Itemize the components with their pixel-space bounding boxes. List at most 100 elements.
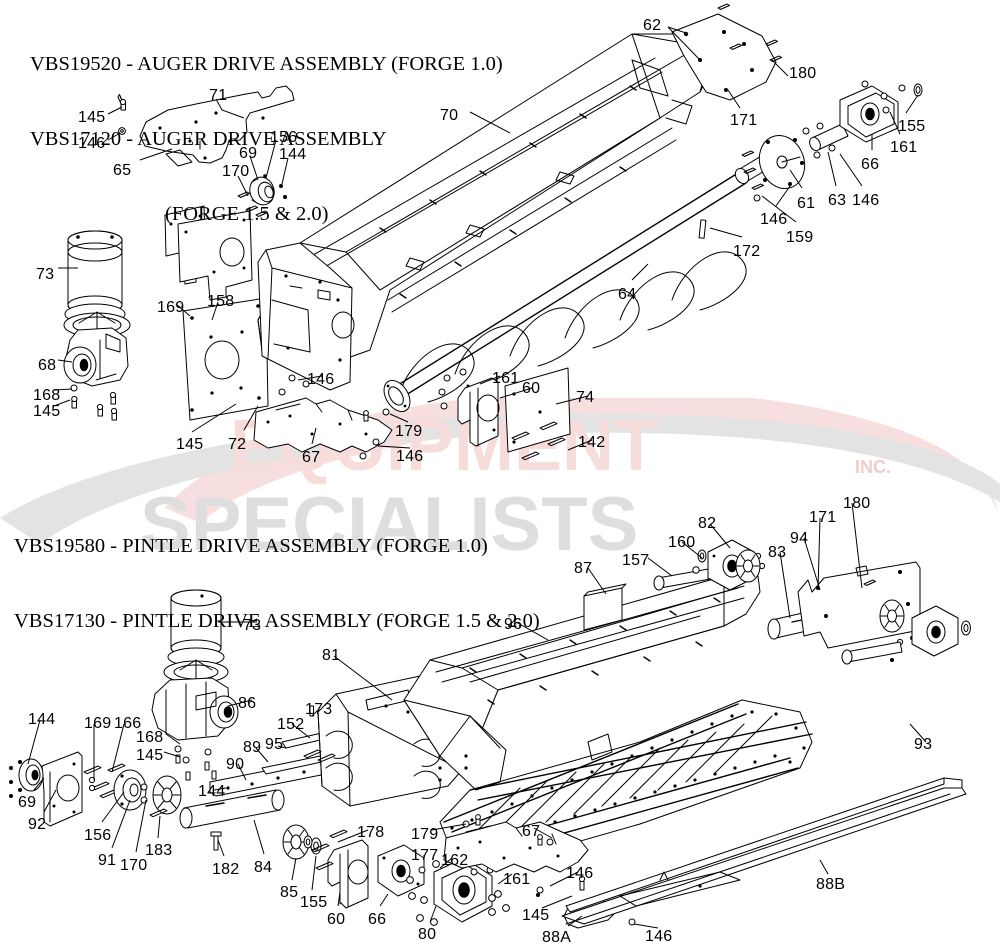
callout-62: 62 xyxy=(643,17,662,34)
callout-73: 73 xyxy=(243,617,262,634)
callout-162: 162 xyxy=(441,852,469,869)
callout-179: 179 xyxy=(411,826,439,843)
part-87-plate xyxy=(583,583,627,631)
callout-157: 157 xyxy=(622,552,650,569)
part-bearing-right xyxy=(911,605,959,657)
callout-67: 67 xyxy=(522,823,541,840)
callout-156: 156 xyxy=(84,827,112,844)
callout-146: 146 xyxy=(307,371,335,388)
callout-158: 158 xyxy=(207,293,235,310)
callout-166: 166 xyxy=(114,715,142,732)
callout-161: 161 xyxy=(492,370,520,387)
part-94-plate xyxy=(797,561,921,649)
callout-66: 66 xyxy=(861,156,880,173)
part-67-bracket xyxy=(253,397,393,453)
callout-146: 146 xyxy=(645,928,673,942)
part-60-bearing-bracket xyxy=(457,377,500,447)
callout-83: 83 xyxy=(768,544,787,561)
callout-86: 86 xyxy=(238,695,257,712)
callout-179: 179 xyxy=(395,423,423,440)
part-96-tub xyxy=(403,575,761,791)
callout-168: 168 xyxy=(136,729,164,746)
callout-80: 80 xyxy=(418,926,437,942)
callout-63: 63 xyxy=(828,192,847,209)
callout-87: 87 xyxy=(574,560,593,577)
callout-74: 74 xyxy=(576,389,595,406)
callout-155: 155 xyxy=(300,894,328,911)
callout-92: 92 xyxy=(28,816,47,833)
part-plate-center xyxy=(177,210,253,301)
callout-144: 144 xyxy=(28,711,56,728)
part-73-motor-pintle xyxy=(167,589,225,667)
part-73-motor xyxy=(64,230,126,325)
callout-171: 171 xyxy=(730,112,758,129)
callout-159: 159 xyxy=(786,229,814,246)
callout-89: 89 xyxy=(243,739,262,756)
callout-82: 82 xyxy=(698,515,717,532)
part-66-bearing-pintle xyxy=(377,844,425,897)
callout-146: 146 xyxy=(566,865,594,882)
callout-93: 93 xyxy=(914,736,933,753)
part-69-flange-hub xyxy=(249,174,287,206)
callout-68: 68 xyxy=(38,357,57,374)
part-92-bracket xyxy=(41,751,83,827)
part-183-sprocket xyxy=(152,775,182,815)
callout-81: 81 xyxy=(322,647,341,664)
callout-145: 145 xyxy=(136,747,164,764)
callout-66: 66 xyxy=(368,911,387,928)
callout-145: 145 xyxy=(522,907,550,924)
callout-160: 160 xyxy=(668,534,696,551)
callout-94: 94 xyxy=(790,530,809,547)
callout-161: 161 xyxy=(890,139,918,156)
title-pintle-line2: VBS17130 - PINTLE DRIVE ASSEMBLY (FORGE … xyxy=(14,610,540,632)
part-66-bearing xyxy=(839,85,899,143)
callout-178: 178 xyxy=(357,824,385,841)
part-60-bracket-pintle xyxy=(327,839,369,909)
part-68-gearbox xyxy=(63,311,131,387)
callout-146: 146 xyxy=(396,448,424,465)
callout-88B: 88B xyxy=(816,876,846,893)
callout-144: 144 xyxy=(198,783,226,800)
part-80-bearing xyxy=(433,857,493,923)
callout-91: 91 xyxy=(98,852,117,869)
callout-170: 170 xyxy=(222,163,250,180)
part-69-hub-pintle xyxy=(18,758,44,792)
callout-142: 142 xyxy=(578,434,606,451)
callout-168: 168 xyxy=(33,387,61,404)
callout-70: 70 xyxy=(440,107,459,124)
callout-88A: 88A xyxy=(542,929,572,942)
callout-173: 173 xyxy=(305,701,333,718)
callout-72: 72 xyxy=(228,436,247,453)
title-auger-assembly: VBS19520 - AUGER DRIVE ASSEMBLY (FORGE 1… xyxy=(30,2,503,277)
callout-65: 65 xyxy=(113,162,132,179)
callout-156: 156 xyxy=(270,129,298,146)
part-91-flange xyxy=(113,769,147,811)
callout-146: 146 xyxy=(852,192,880,209)
callout-155: 155 xyxy=(898,118,926,135)
callout-183: 183 xyxy=(145,842,173,859)
callout-69: 69 xyxy=(18,794,37,811)
part-63-shaft xyxy=(809,123,849,152)
deck-panel xyxy=(619,871,741,907)
callout-180: 180 xyxy=(843,495,871,512)
callout-161: 161 xyxy=(503,871,531,888)
title-pintle-assembly: VBS19580 - PINTLE DRIVE ASSEMBLY (FORGE … xyxy=(14,484,540,684)
callout-85: 85 xyxy=(280,884,299,901)
auger-assembly-art xyxy=(63,3,923,461)
callout-152: 152 xyxy=(277,716,305,733)
callout-177: 177 xyxy=(411,847,439,864)
pintle-assembly-art xyxy=(9,539,971,929)
callout-145: 145 xyxy=(176,436,204,453)
title-pintle-line1: VBS19580 - PINTLE DRIVE ASSEMBLY (FORGE … xyxy=(14,535,488,557)
callout-69: 69 xyxy=(239,145,258,162)
callout-180: 180 xyxy=(789,65,817,82)
title-auger-line1: VBS19520 - AUGER DRIVE ASSEMBLY (FORGE 1… xyxy=(30,53,503,75)
callout-60: 60 xyxy=(522,380,541,397)
part-72-plate xyxy=(182,297,269,421)
part-61-flange xyxy=(758,135,806,189)
part-86-gearbox xyxy=(151,659,239,741)
callout-67: 67 xyxy=(302,449,321,466)
callout-146: 146 xyxy=(760,211,788,228)
